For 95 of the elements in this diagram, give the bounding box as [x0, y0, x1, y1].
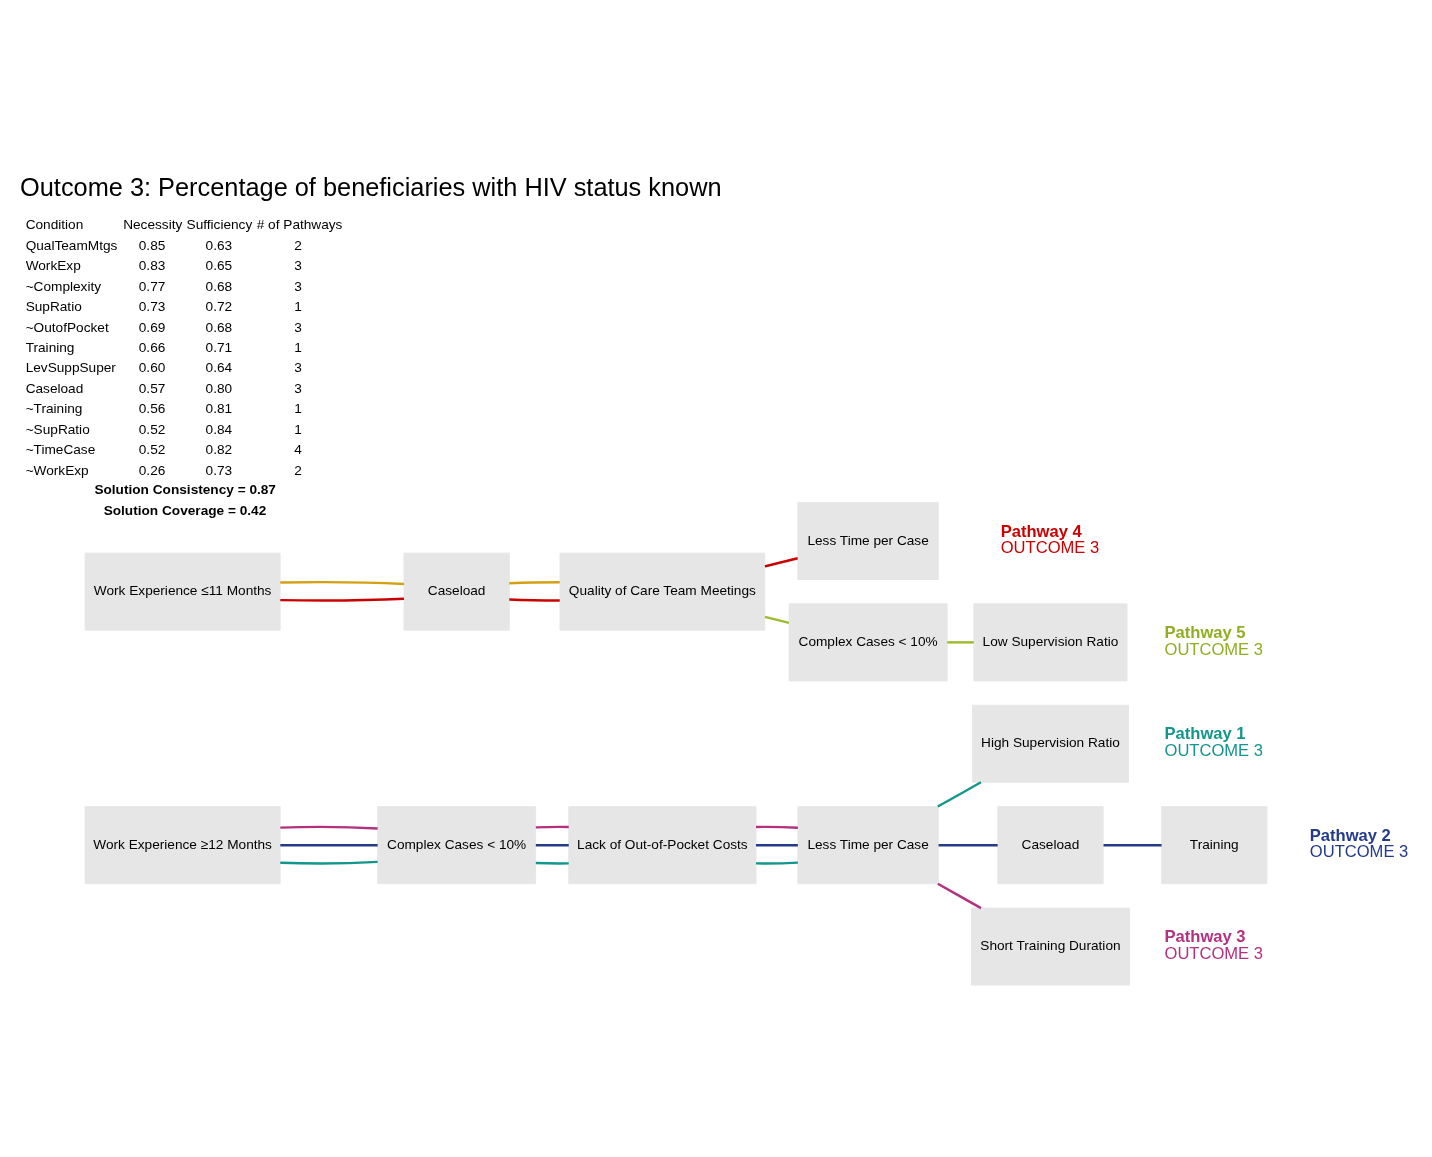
node-box: Lack of Out-of-Pocket Costs — [568, 806, 757, 885]
label: Caseload — [25, 380, 84, 396]
node-label: Pathway 3 — [1164, 927, 1246, 947]
label: 3 — [294, 319, 302, 335]
label: 0.73 — [138, 299, 166, 315]
label: 2 — [294, 462, 302, 478]
label: Condition — [25, 217, 84, 233]
label: 0.68 — [205, 278, 233, 294]
label: 0.71 — [205, 339, 233, 355]
label: ~SupRatio — [25, 421, 90, 437]
node-box: Work Experience ≤11 Months — [84, 552, 281, 631]
label: 2 — [294, 237, 302, 253]
label: 1 — [294, 299, 302, 315]
label: 1 — [294, 421, 302, 437]
node-label: OUTCOME 3 — [1164, 741, 1263, 761]
label: 3 — [294, 258, 302, 274]
label: 0.68 — [205, 319, 233, 335]
label: SupRatio — [25, 299, 82, 315]
label: ~Complexity — [25, 278, 102, 294]
label: 1 — [294, 339, 302, 355]
label: Solution Coverage = 0.42 — [103, 502, 267, 518]
label: 0.73 — [205, 462, 233, 478]
node-box: Less Time per Case — [797, 501, 939, 580]
node-box: Work Experience ≥12 Months — [84, 806, 281, 885]
label: 0.85 — [138, 237, 166, 253]
node-label: Pathway 1 — [1164, 724, 1246, 744]
connector — [535, 825, 569, 829]
node-label: Pathway 4 — [1000, 521, 1082, 541]
diagram-title: Outcome 3: Percentage of beneficiaries with HIV status known — [20, 173, 722, 202]
label: ~OutofPocket — [25, 319, 109, 335]
node-box: High Supervision Ratio — [971, 704, 1129, 783]
label: 0.84 — [205, 421, 233, 437]
label: 4 — [294, 442, 302, 458]
label: ~TimeCase — [25, 442, 96, 458]
connector — [280, 843, 378, 847]
connector — [535, 861, 569, 865]
node-box: Caseload — [403, 552, 510, 631]
connector — [756, 825, 798, 829]
node-label: Pathway 5 — [1164, 623, 1246, 643]
label: 0.52 — [138, 442, 166, 458]
connector — [1103, 843, 1162, 847]
label: 0.63 — [205, 237, 233, 253]
connector — [756, 861, 798, 865]
node-box: Complex Cases < 10% — [788, 603, 948, 682]
label: LevSuppSuper — [25, 360, 116, 376]
connector — [764, 557, 798, 568]
label: 0.64 — [205, 360, 233, 376]
connector — [280, 825, 378, 830]
connector — [280, 860, 378, 865]
node-box: Caseload — [997, 806, 1104, 885]
label: ~WorkExp — [25, 462, 89, 478]
label: Training — [25, 339, 75, 355]
label: # of Pathways — [256, 217, 343, 233]
label: 0.80 — [205, 380, 233, 396]
label: 3 — [294, 278, 302, 294]
connector — [937, 882, 982, 910]
node-box: Short Training Duration — [971, 907, 1130, 986]
connector — [938, 843, 998, 847]
label: 0.72 — [205, 299, 233, 315]
label: Necessity — [123, 217, 183, 233]
label: 0.82 — [205, 442, 233, 458]
label: WorkExp — [25, 258, 81, 274]
node-box: Training — [1161, 806, 1268, 885]
label: Sufficiency — [186, 217, 253, 233]
label: 3 — [294, 360, 302, 376]
label: 0.26 — [138, 462, 166, 478]
label: 0.56 — [138, 401, 166, 417]
label: 0.83 — [138, 258, 166, 274]
connector — [280, 580, 404, 586]
connector — [947, 641, 974, 644]
connector — [509, 580, 560, 585]
node-box: Quality of Care Team Meetings — [559, 552, 766, 631]
label: 0.60 — [138, 360, 166, 376]
node-box: Low Supervision Ratio — [973, 603, 1128, 682]
label: 0.65 — [205, 258, 233, 274]
node-box: Less Time per Case — [797, 806, 939, 885]
label: 0.69 — [138, 319, 166, 335]
label: 0.77 — [138, 278, 166, 294]
label: 0.52 — [138, 421, 166, 437]
node-box: Complex Cases < 10% — [377, 806, 537, 885]
label: 3 — [294, 380, 302, 396]
connector — [937, 781, 982, 808]
label: Solution Consistency = 0.87 — [94, 482, 276, 498]
label: 0.57 — [138, 380, 166, 396]
node-label: Pathway 2 — [1309, 825, 1391, 845]
label: ~Training — [25, 401, 83, 417]
connector — [535, 843, 569, 847]
label: QualTeamMtgs — [25, 237, 118, 253]
label: 0.66 — [138, 339, 166, 355]
connector — [280, 597, 404, 602]
connector — [756, 843, 798, 847]
connector — [764, 615, 790, 625]
label: 0.81 — [205, 401, 233, 417]
label: 1 — [294, 401, 302, 417]
connector — [509, 598, 560, 602]
